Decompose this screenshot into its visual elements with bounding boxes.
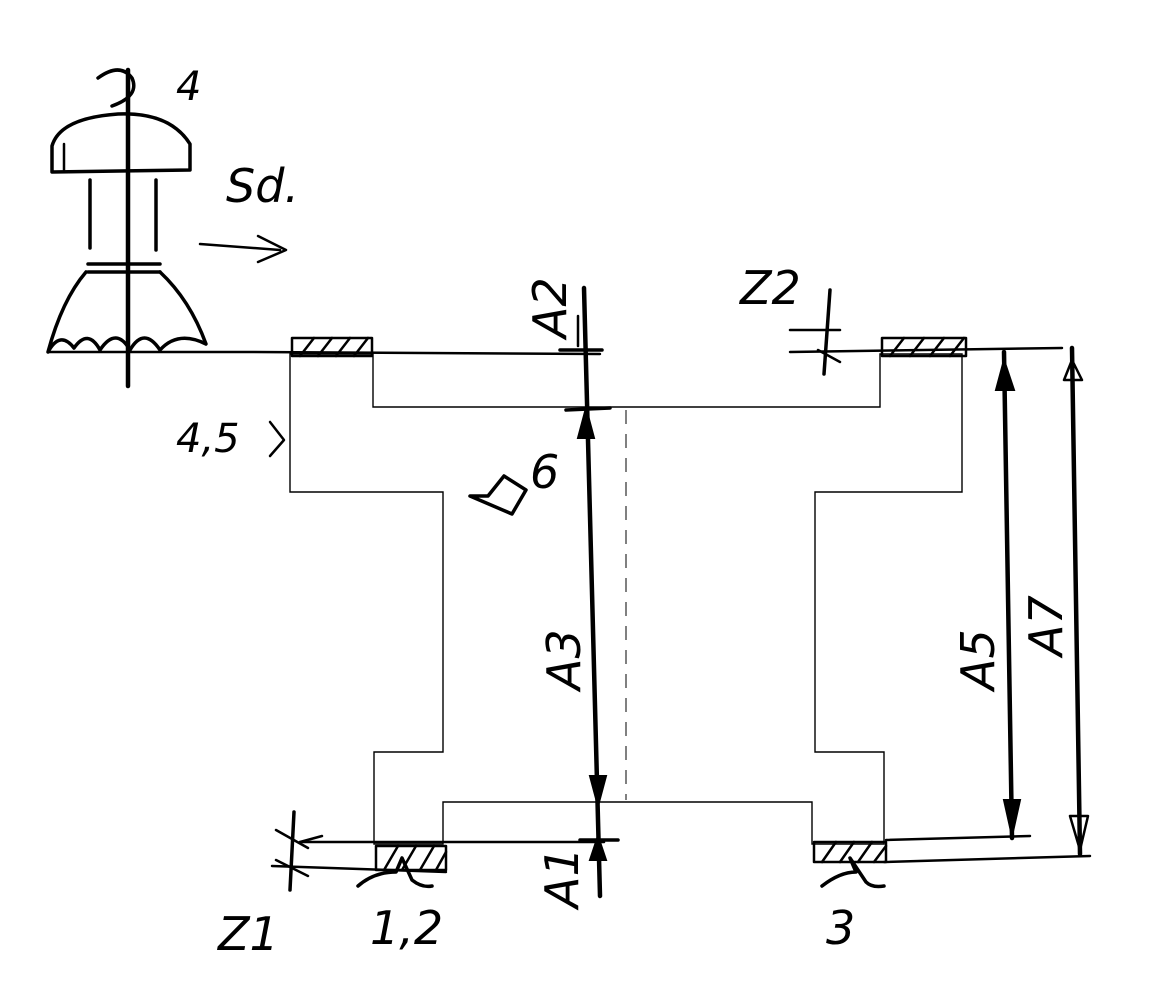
label-top-right-z: Z2 xyxy=(738,261,801,315)
label-center-dim: A3 xyxy=(537,629,591,693)
label-right-dim-inner: A5 xyxy=(951,629,1005,693)
label-bottom-left-z: Z1 xyxy=(216,907,279,961)
hatch-top-left xyxy=(290,336,374,358)
label-bottom-right-face: 3 xyxy=(826,901,855,955)
label-right-dim-outer: A7 xyxy=(1019,595,1073,659)
center-symbol-icon xyxy=(468,474,528,516)
label-tool-text: Sd. xyxy=(226,159,299,213)
workpiece-outline xyxy=(289,353,963,845)
top-datum-line xyxy=(46,350,602,356)
top-right-datum xyxy=(788,346,1064,354)
hatch-bottom-left xyxy=(374,844,448,872)
hatch-top-right xyxy=(880,336,968,358)
label-bottom-dim: A1 xyxy=(535,847,589,911)
label-bottom-left-faces: 1,2 xyxy=(370,901,443,955)
label-top-dim: A2 xyxy=(523,277,577,341)
label-center-symbol: 6 xyxy=(530,445,559,499)
label-left-flank: 4,5 xyxy=(176,416,240,462)
tool-sketch xyxy=(46,67,288,389)
label-spindle-number: 4 xyxy=(176,64,201,110)
bottom-right-datum xyxy=(882,854,1092,864)
bottom-right-datum-2 xyxy=(884,834,1032,842)
